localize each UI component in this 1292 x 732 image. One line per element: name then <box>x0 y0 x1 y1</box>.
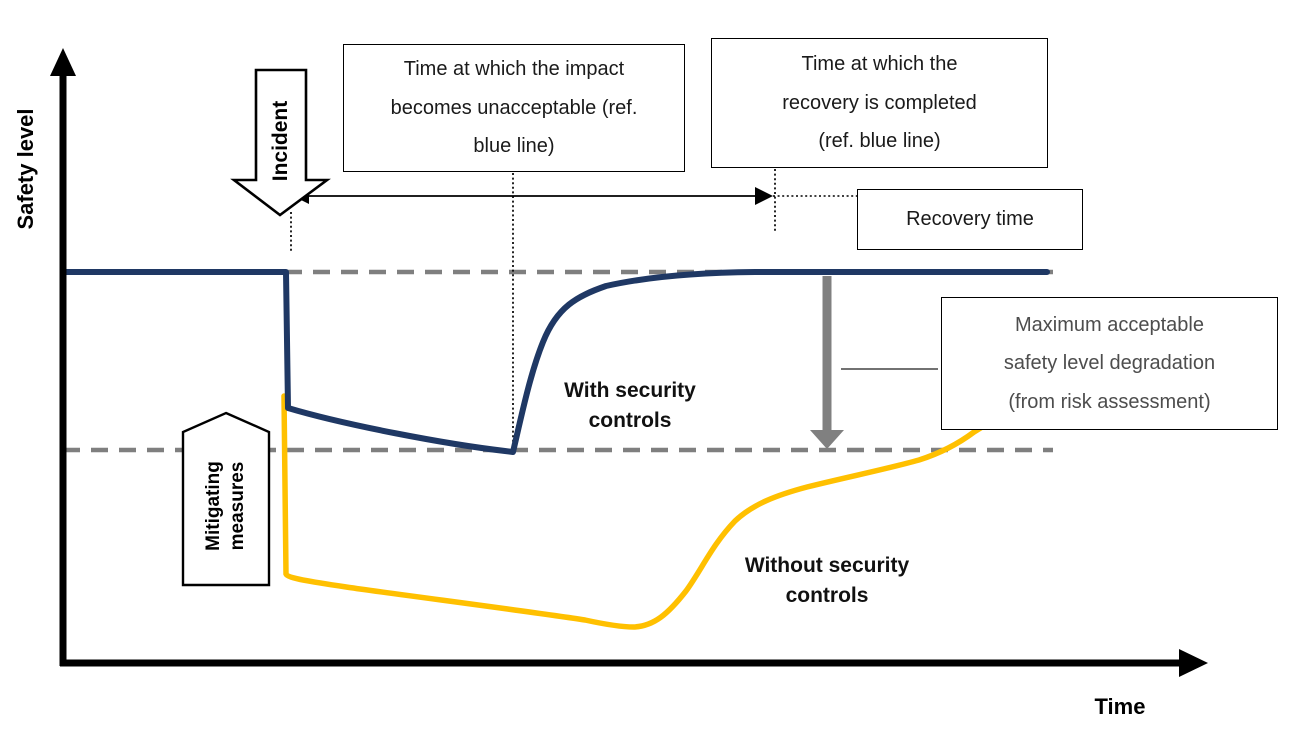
incident-label: Incident <box>269 100 292 182</box>
mitigating-measures-label: Mitigating measures <box>203 461 248 551</box>
degradation-arrow-shaft <box>822 276 832 432</box>
recovery-time-box: Recovery time <box>857 189 1083 250</box>
recovery-completed-box: Time at which the recovery is completed … <box>711 38 1048 168</box>
recovery-span-right-arrowhead-icon <box>755 187 773 205</box>
max-degradation-box: Maximum acceptable safety level degradat… <box>941 297 1278 430</box>
mitigating-measures-shape <box>181 411 271 587</box>
without-controls-label: Without security controls <box>744 554 910 608</box>
with-controls-curve <box>60 269 1050 455</box>
x-axis-label: Time <box>1094 694 1146 719</box>
y-axis-label: Safety level <box>13 108 38 230</box>
impact-unacceptable-box: Time at which the impact becomes unaccep… <box>343 44 685 172</box>
incident-block-arrow <box>230 68 331 217</box>
with-controls-label: With security controls <box>564 379 696 433</box>
y-axis-arrowhead-icon <box>50 48 76 76</box>
degradation-arrow-head-icon <box>810 430 844 449</box>
x-axis-arrowhead-icon <box>1179 649 1208 677</box>
without-controls-curve <box>281 393 990 630</box>
